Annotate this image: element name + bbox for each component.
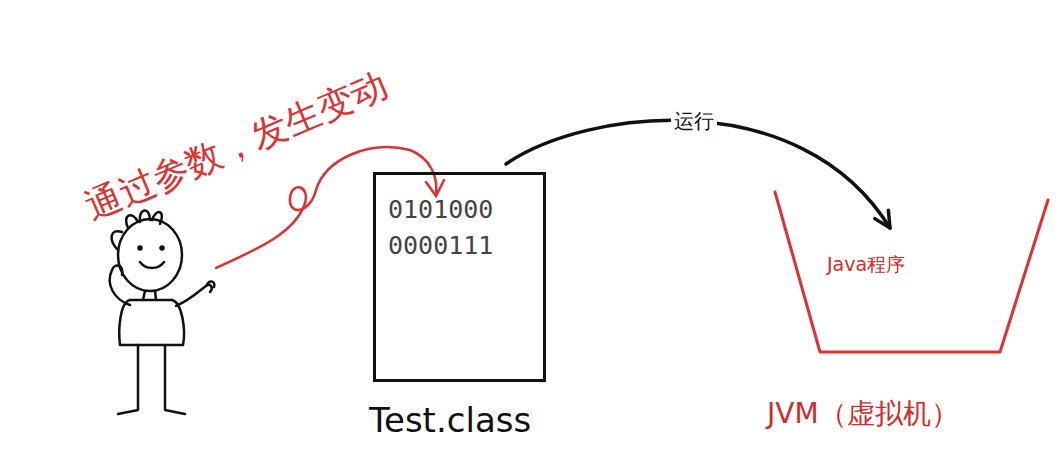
stick-figure bbox=[110, 210, 215, 414]
program-label: Java程序 bbox=[827, 252, 905, 278]
jvm-container: Java程序 JVM（虚拟机） bbox=[765, 180, 1057, 440]
parameter-arrowhead bbox=[426, 180, 444, 196]
edge-label: 运行 bbox=[671, 108, 717, 135]
binary-content: 0101000 0000111 bbox=[388, 192, 528, 264]
class-file: 0101000 0000111Test.class bbox=[373, 172, 546, 382]
run-arrow bbox=[506, 120, 890, 228]
vm-label: JVM（虚拟机） bbox=[767, 395, 959, 433]
annotation-text: 通过参数，发生变动 bbox=[78, 61, 395, 233]
file-name: Test.class bbox=[369, 400, 531, 440]
